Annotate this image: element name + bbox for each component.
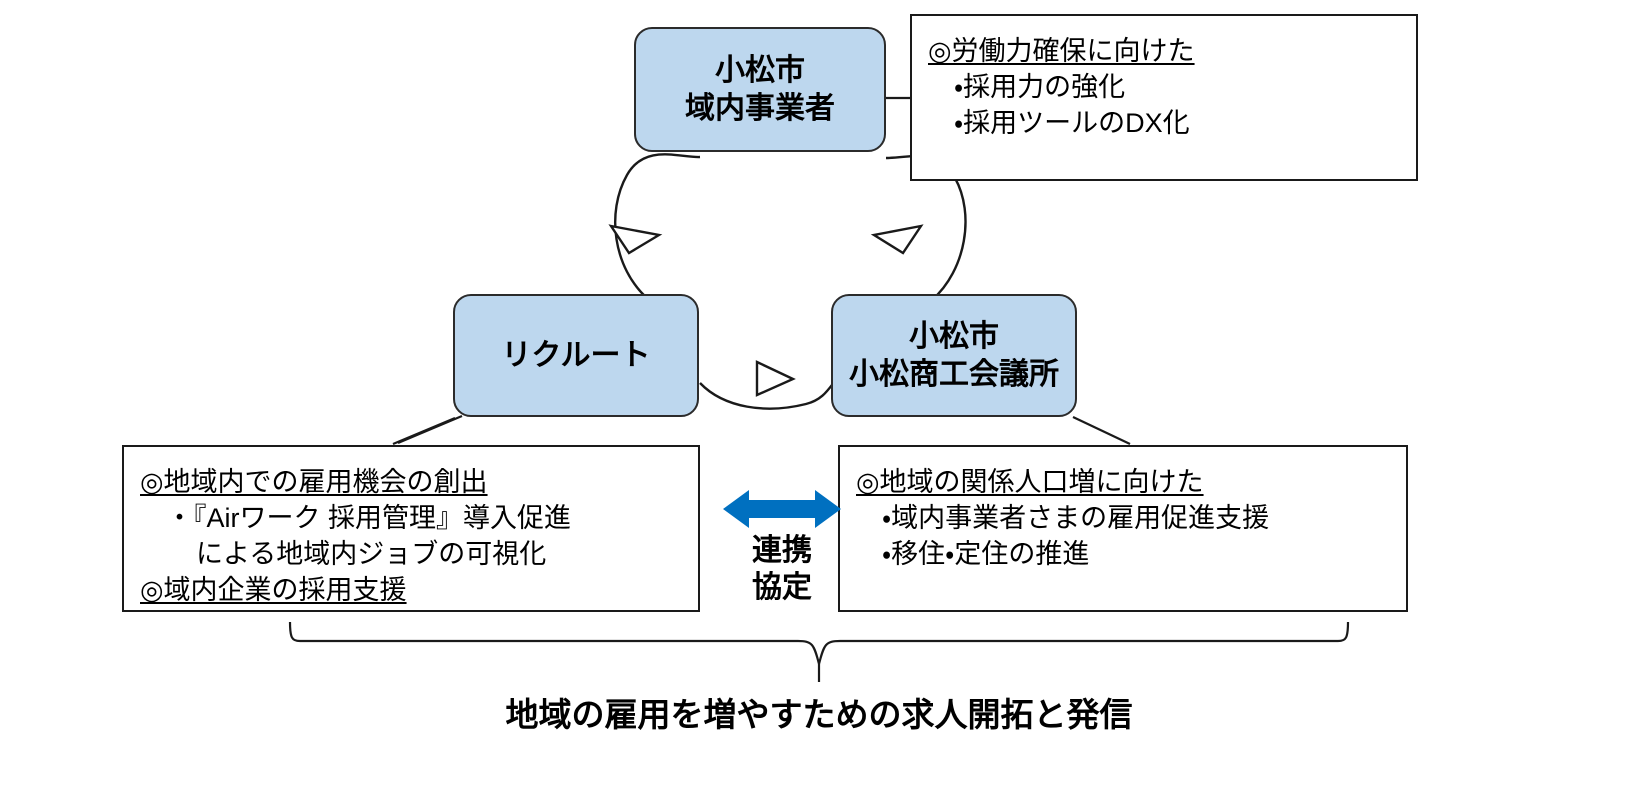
detail-bottom-right-heading: ◎地域の関係人口増に向けた [856, 467, 1204, 497]
detail-bottom-left-heading: ◎地域内での雇用機会の創出 [140, 467, 488, 497]
node-komatsu-city-businesses[interactable]: 小松市 域内事業者 [634, 27, 886, 152]
partnership-double-arrow-icon [723, 490, 841, 528]
detail-bottom-left-item-0-cont: による地域内ジョブの可視化 [196, 538, 547, 569]
node-top-line1: 小松市 [715, 54, 805, 87]
bottom-caption: 地域の雇用を増やすための求人開拓と発信 [505, 696, 1133, 733]
detail-box-local-employment-creation: ◎地域内での雇用機会の創出 ・『Airワーク 採用管理』導入促進 による地域内ジ… [122, 445, 700, 612]
detail-bottom-right-item-1: ・移住・定住の推進 [882, 538, 1090, 569]
node-recruit[interactable]: リクルート [453, 294, 699, 417]
detail-bottom-left-item-0: ・『Airワーク 採用管理』導入促進 [166, 502, 571, 533]
detail-bottom-right-item-0: ・域内事業者さまの雇用促進支援 [882, 502, 1270, 533]
detail-top-right-item-0: ・採用力の強化 [954, 71, 1126, 102]
node-right-line2: 小松商工会議所 [849, 357, 1059, 391]
node-left-line1: リクルート [501, 338, 651, 372]
node-top-line2: 域内事業者 [685, 91, 835, 125]
partnership-label-line1: 連携 [752, 534, 812, 567]
partnership-label-line2: 協定 [752, 570, 812, 604]
detail-top-right-heading: ◎労働力確保に向けた [928, 36, 1195, 66]
node-komatsu-chamber-of-commerce[interactable]: 小松市 小松商工会議所 [831, 294, 1077, 417]
detail-top-right-item-1: ・採用ツールのDX化 [954, 107, 1190, 138]
detail-bottom-left-heading-2: ◎域内企業の採用支援 [140, 574, 407, 605]
partnership-label: 連携 協定 [723, 533, 841, 606]
detail-box-workforce-securing: ◎労働力確保に向けた ・採用力の強化 ・採用ツールのDX化 [910, 14, 1418, 181]
detail-box-related-population-increase: ◎地域の関係人口増に向けた ・域内事業者さまの雇用促進支援 ・移住・定住の推進 [838, 445, 1408, 612]
node-right-line1: 小松市 [909, 320, 999, 353]
